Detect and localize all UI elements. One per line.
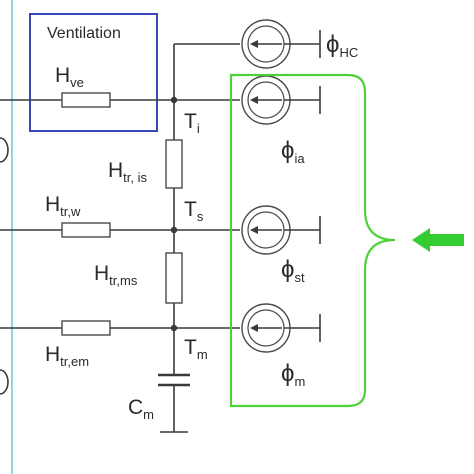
source-phi-st: [241, 205, 321, 255]
label-h-tr-ms: Htr,ms: [94, 262, 138, 288]
node-tm: [170, 324, 178, 332]
capacitor-cm: [158, 373, 190, 433]
label-h-ve: Hve: [55, 64, 84, 90]
source-phi-m: [241, 303, 321, 353]
left-partial-source-bottom: [0, 369, 9, 395]
label-c-m: Cm: [128, 396, 154, 422]
arrow-left-icon: [250, 226, 258, 234]
arrow-left-icon: [250, 40, 258, 48]
source-phi-hc: [241, 19, 321, 69]
label-h-tr-em: Htr,em: [45, 343, 89, 369]
resistors: [61, 92, 183, 336]
gains-bracket: [229, 73, 396, 408]
left-panel: [0, 0, 13, 474]
ventilation-box: Ventilation: [29, 13, 158, 132]
arrow-left-icon: [250, 96, 258, 104]
resistor-h-tr-em: [61, 320, 111, 336]
heat-sources: [241, 19, 321, 353]
node-ti: [170, 96, 178, 104]
ventilation-border: [29, 13, 158, 132]
label-phi-hc: ϕHC: [326, 31, 358, 60]
label-phi-st: ϕst: [281, 256, 305, 285]
label-h-tr-w: Htr,w: [45, 193, 81, 219]
ventilation-title: Ventilation: [47, 25, 121, 42]
resistor-h-tr-w: [61, 222, 111, 238]
resistor-h-tr-ms: [165, 252, 183, 304]
left-partial-source-top: [0, 137, 9, 163]
gains-input-arrow-icon: [412, 228, 464, 252]
source-phi-ia: [241, 75, 321, 125]
node-ts: [170, 226, 178, 234]
arrow-left-icon: [250, 324, 258, 332]
resistor-h-ve: [61, 92, 111, 108]
label-t-s: Ts: [184, 198, 204, 224]
nodes: [170, 96, 178, 332]
label-t-i: Ti: [184, 110, 200, 136]
resistor-h-tr-is: [165, 139, 183, 189]
label-t-m: Tm: [184, 336, 208, 362]
label-phi-ia: ϕia: [281, 137, 305, 166]
wires: [0, 43, 240, 432]
label-phi-m: ϕm: [281, 360, 305, 389]
label-h-tr-is: Htr, is: [108, 159, 148, 185]
